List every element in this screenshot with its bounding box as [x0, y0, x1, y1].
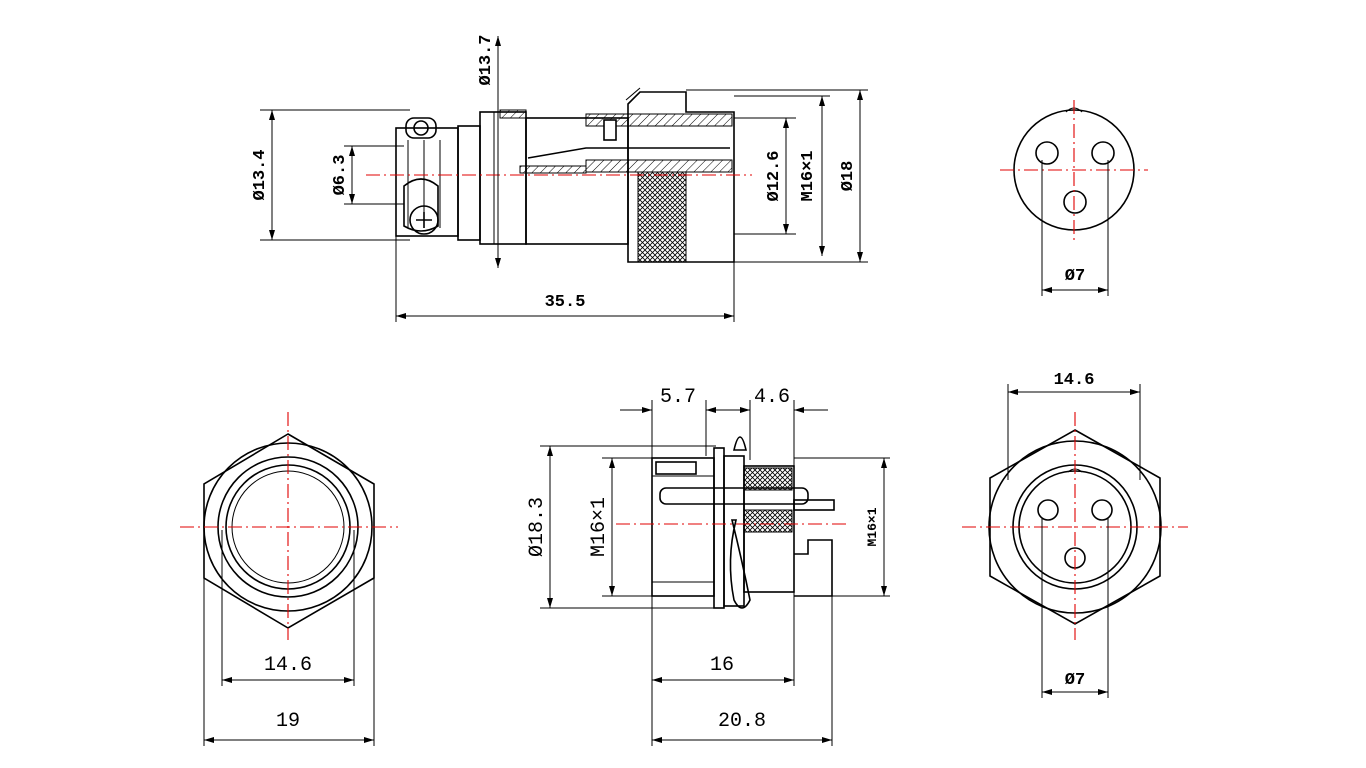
dim-d12-6: Ø12.6 [765, 150, 784, 201]
dim-end-bottom-d7: Ø7 [1065, 671, 1085, 690]
dim-m16x1-left: M16×1 [588, 497, 611, 557]
socket-end-view: 14.6 Ø7 [962, 371, 1188, 698]
dim-20-8: 20.8 [718, 710, 766, 733]
dim-d6-3: Ø6.3 [331, 155, 350, 196]
dim-d18: Ø18 [839, 161, 858, 192]
socket-side-view [616, 436, 846, 609]
plug-end-view: Ø7 [1000, 100, 1148, 296]
dim-d13-4: Ø13.4 [251, 149, 270, 200]
dim-16: 16 [710, 654, 734, 677]
socket-side-dimensions: 5.7 4.6 Ø18.3 M16×1 M16×1 16 20.8 [526, 386, 890, 746]
dim-hex-19: 19 [276, 710, 300, 733]
dim-m16x1: M16×1 [799, 150, 818, 201]
dim-5-7: 5.7 [660, 386, 696, 409]
dim-end-d7: Ø7 [1065, 267, 1085, 286]
dim-d13-7: Ø13.7 [477, 34, 496, 85]
plug-side-view [366, 87, 752, 263]
dim-hex-14-6: 14.6 [264, 654, 312, 677]
dim-end-14-6: 14.6 [1054, 371, 1095, 390]
dim-35-5: 35.5 [545, 293, 586, 312]
dim-4-6: 4.6 [754, 386, 790, 409]
plug-side-dimensions: Ø13.4 Ø6.3 Ø13.7 Ø12.6 M16×1 Ø18 35.5 [251, 34, 868, 322]
hex-front-view: 14.6 19 [180, 412, 398, 746]
dim-m16x1-right: M16×1 [865, 507, 880, 546]
dim-d18-3: Ø18.3 [526, 497, 549, 557]
